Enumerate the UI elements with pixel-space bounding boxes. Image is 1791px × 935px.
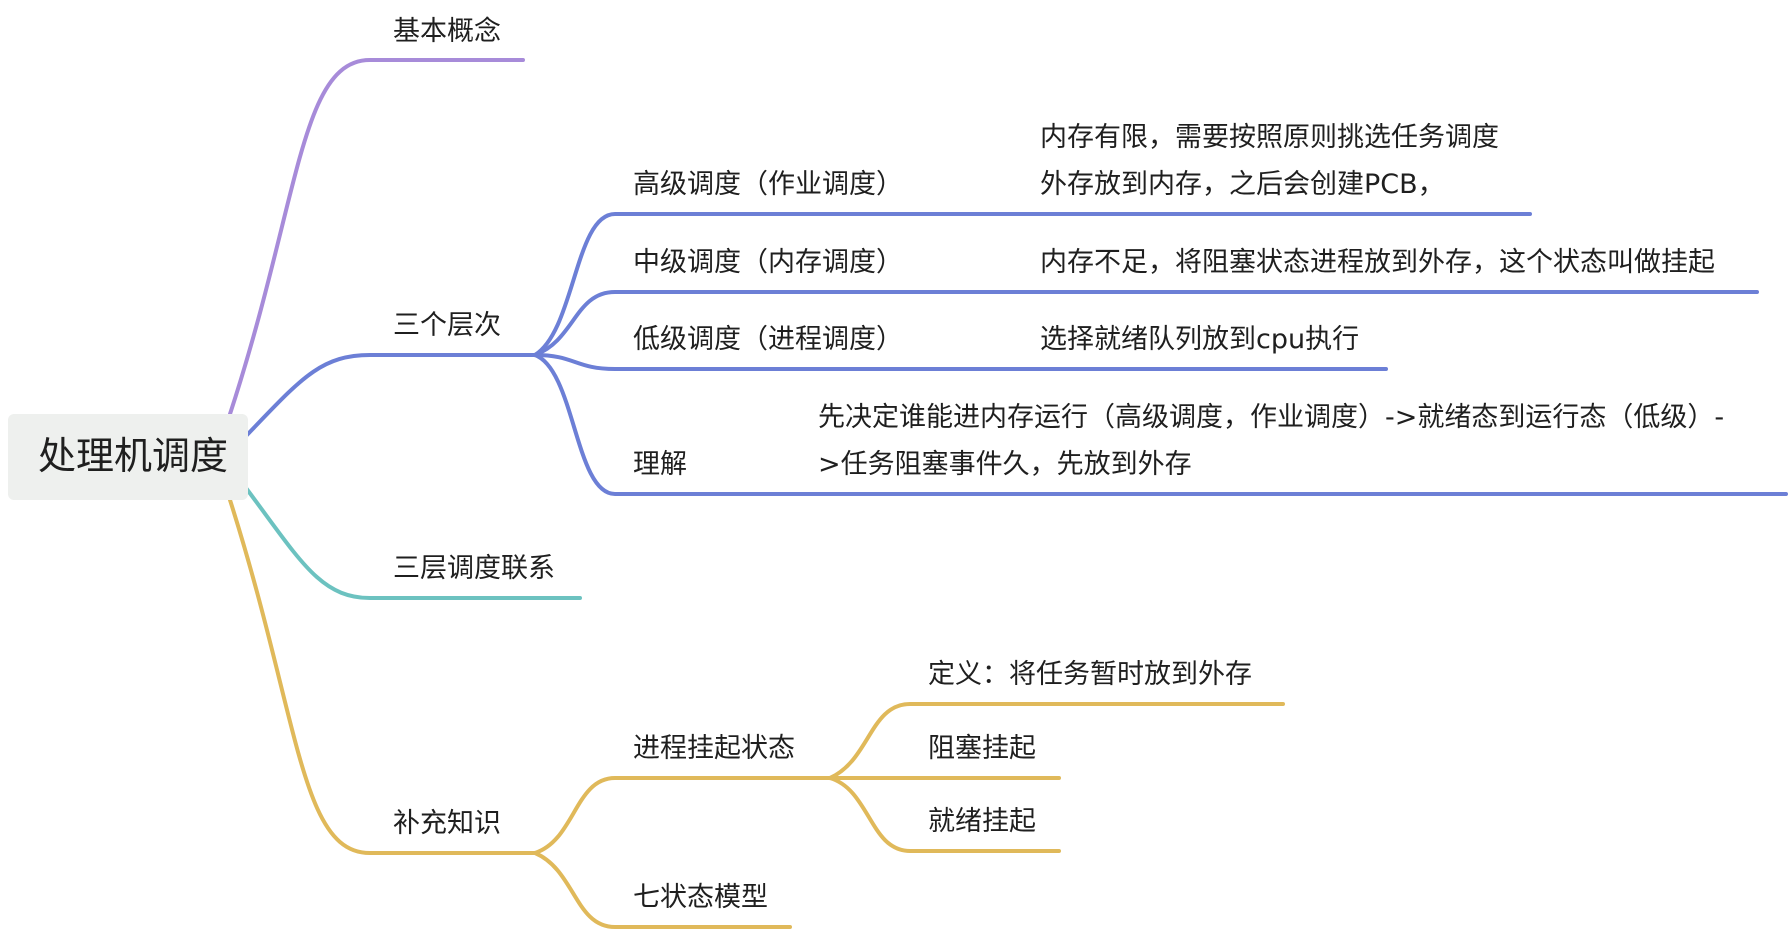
- node-mid-note[interactable]: 内存不足，将阻塞状态进程放到外存，这个状态叫做挂起: [1040, 247, 1715, 278]
- node-low-note[interactable]: 选择就绪队列放到cpu执行: [1040, 324, 1360, 355]
- edge-root-three-link: [244, 486, 582, 600]
- node-understand-note-line2[interactable]: >任务阻塞事件久，先放到外存: [818, 449, 1192, 480]
- node-understand[interactable]: 理解: [633, 449, 687, 480]
- edge-root-basic-concept: [228, 58, 525, 416]
- node-mid-sched[interactable]: 中级调度（内存调度）: [633, 247, 903, 278]
- edge-levels-understand: [533, 353, 1788, 496]
- node-high-sched[interactable]: 高级调度（作业调度）: [633, 169, 903, 200]
- node-definition[interactable]: 定义：将任务暂时放到外存: [928, 659, 1252, 690]
- edge-root-three-levels: [244, 353, 537, 438]
- edge-root-supplement: [228, 498, 537, 855]
- edge-suspend-ready: [828, 776, 1061, 853]
- edge-levels-high: [533, 212, 1532, 357]
- edge-levels-low: [533, 353, 1388, 371]
- edge-suspend-definition: [828, 702, 1285, 780]
- node-basic-concept[interactable]: 基本概念: [393, 16, 501, 47]
- root-node[interactable]: [8, 414, 248, 500]
- node-high-note-line2[interactable]: 外存放到内存，之后会创建PCB，: [1040, 169, 1445, 200]
- edge-supplement-seven: [533, 851, 792, 929]
- node-high-note-line1[interactable]: 内存有限，需要按照原则挑选任务调度: [1040, 122, 1499, 153]
- node-three-levels[interactable]: 三个层次: [393, 310, 501, 341]
- node-ready-suspend[interactable]: 就绪挂起: [928, 806, 1036, 837]
- root-node-label: 处理机调度: [38, 434, 229, 478]
- node-three-link[interactable]: 三层调度联系: [393, 553, 555, 584]
- node-supplement[interactable]: 补充知识: [393, 808, 501, 839]
- node-seven-state[interactable]: 七状态模型: [633, 882, 768, 913]
- node-low-sched[interactable]: 低级调度（进程调度）: [633, 324, 903, 355]
- node-understand-note-line1[interactable]: 先决定谁能进内存运行（高级调度，作业调度）->就绪态到运行态（低级）-: [818, 402, 1725, 433]
- node-suspend-state[interactable]: 进程挂起状态: [633, 733, 795, 764]
- edge-supplement-suspend: [533, 776, 832, 855]
- edge-levels-mid: [533, 290, 1759, 357]
- node-blocked-suspend[interactable]: 阻塞挂起: [928, 733, 1036, 764]
